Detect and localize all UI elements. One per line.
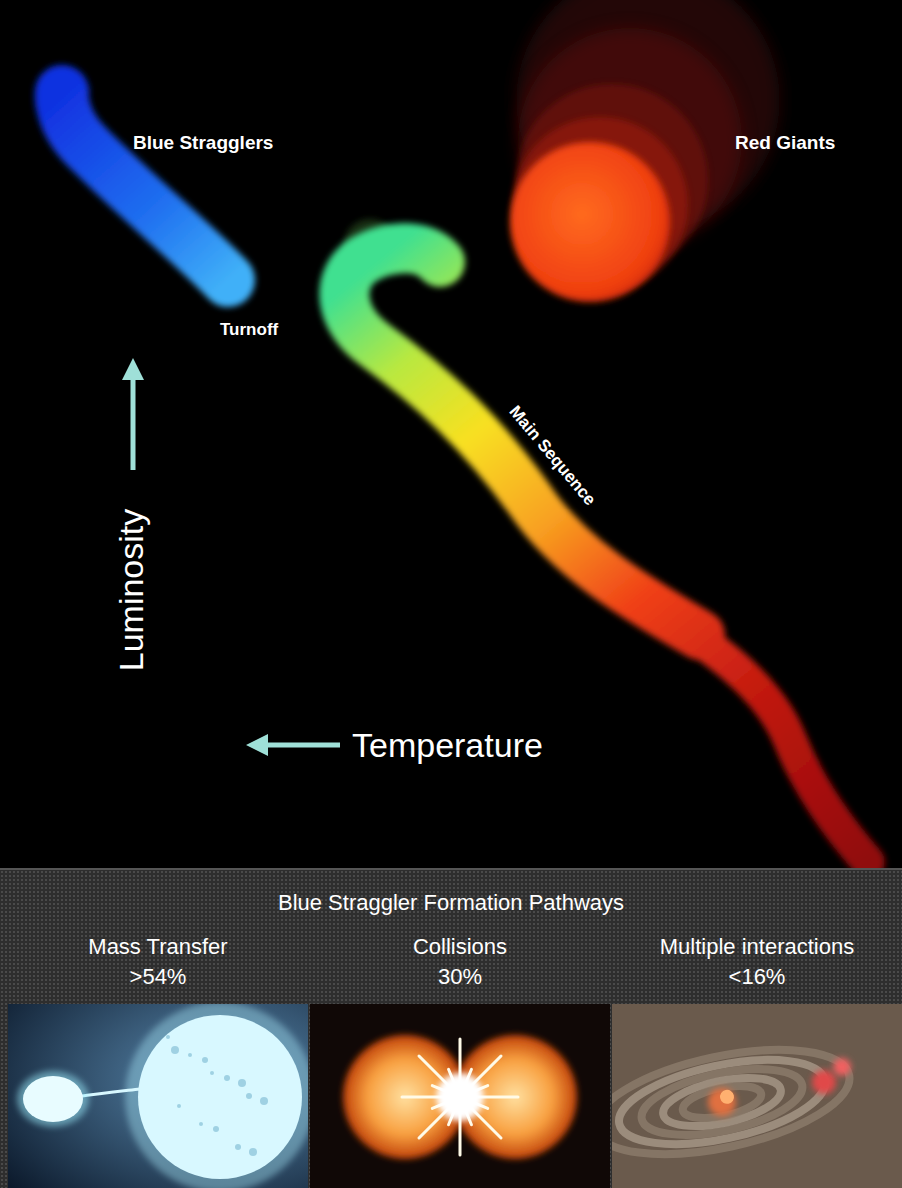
pathway-name: Collisions — [310, 932, 610, 962]
pathway-name: Mass Transfer — [8, 932, 308, 962]
blue-straggler-track — [62, 92, 228, 280]
multi-illustration — [612, 1004, 902, 1188]
axis-label: Temperature — [352, 726, 543, 765]
band-title: Blue Straggler Formation Pathways — [0, 888, 902, 918]
region-label: Turnoff — [220, 320, 278, 340]
axis-label: Luminosity — [112, 509, 151, 672]
main-sequence-track — [344, 248, 870, 866]
mass-illustration — [8, 1004, 308, 1188]
pathway-share: <16% — [612, 962, 902, 992]
pathway-panel: Collisions30% — [310, 932, 610, 1188]
pathway-name: Multiple interactions — [612, 932, 902, 962]
region-label: Blue Stragglers — [133, 132, 273, 154]
pathway-share: 30% — [310, 962, 610, 992]
axis-arrows — [122, 358, 340, 756]
pathway-panel: Mass Transfer>54% — [8, 932, 308, 1188]
pathway-share: >54% — [8, 962, 308, 992]
pathway-panel: Multiple interactions<16% — [612, 932, 902, 1188]
pathways-band: Blue Straggler Formation PathwaysMass Tr… — [0, 868, 902, 1188]
coll-illustration — [310, 1004, 610, 1188]
region-label: Red Giants — [735, 132, 835, 154]
